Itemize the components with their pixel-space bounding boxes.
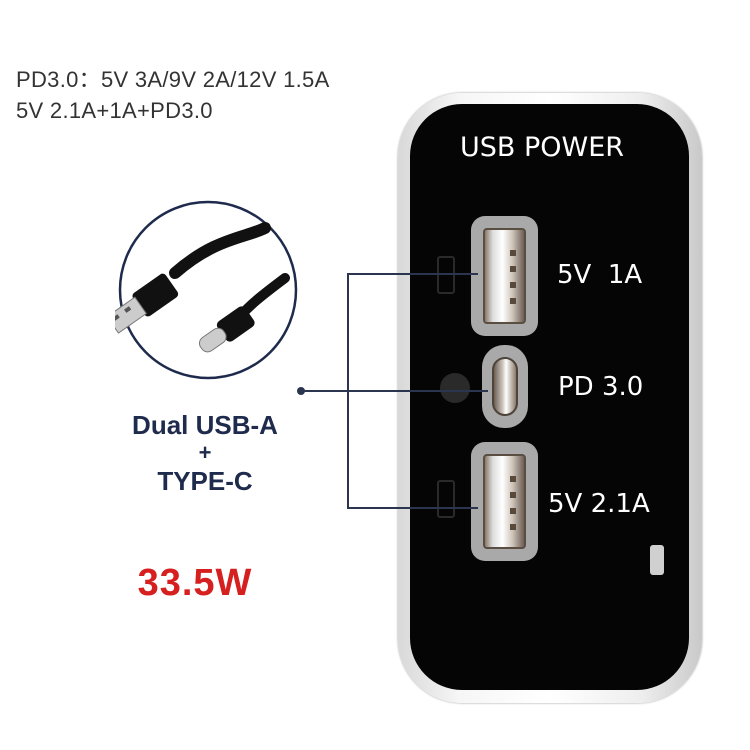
usb-a-port-2 — [471, 442, 538, 561]
cable-circle — [118, 200, 298, 380]
indicator-light — [440, 373, 470, 403]
port-3-label: 5V 2.1A — [548, 489, 650, 519]
feature-line-3: TYPE-C — [157, 466, 253, 496]
callout-line — [347, 273, 478, 275]
callout-line — [347, 507, 478, 509]
spec-line-1: PD3.0：5V 3A/9V 2A/12V 1.5A — [16, 67, 330, 92]
cable-illustration — [115, 200, 298, 380]
callout-dot — [297, 387, 305, 395]
feature-line-1: Dual USB-A — [132, 410, 278, 440]
spec-line-2: 5V 2.1A+1A+PD3.0 — [16, 98, 213, 123]
usb-a-port-1 — [471, 216, 538, 336]
wattage-label: 33.5W — [137, 562, 253, 604]
feature-line-2: + — [198, 440, 212, 465]
side-notch — [650, 545, 664, 575]
battery-icon — [437, 480, 455, 518]
port-2-label: PD 3.0 — [558, 372, 644, 402]
callout-line — [300, 390, 488, 392]
device-title: USB POWER — [459, 132, 625, 163]
battery-icon — [437, 256, 455, 294]
usb-c-port — [482, 345, 528, 428]
usb-a-plug-icon — [115, 273, 179, 334]
usb-c-plug-icon — [198, 306, 255, 353]
port-1-label: 5V 1A — [557, 260, 643, 290]
